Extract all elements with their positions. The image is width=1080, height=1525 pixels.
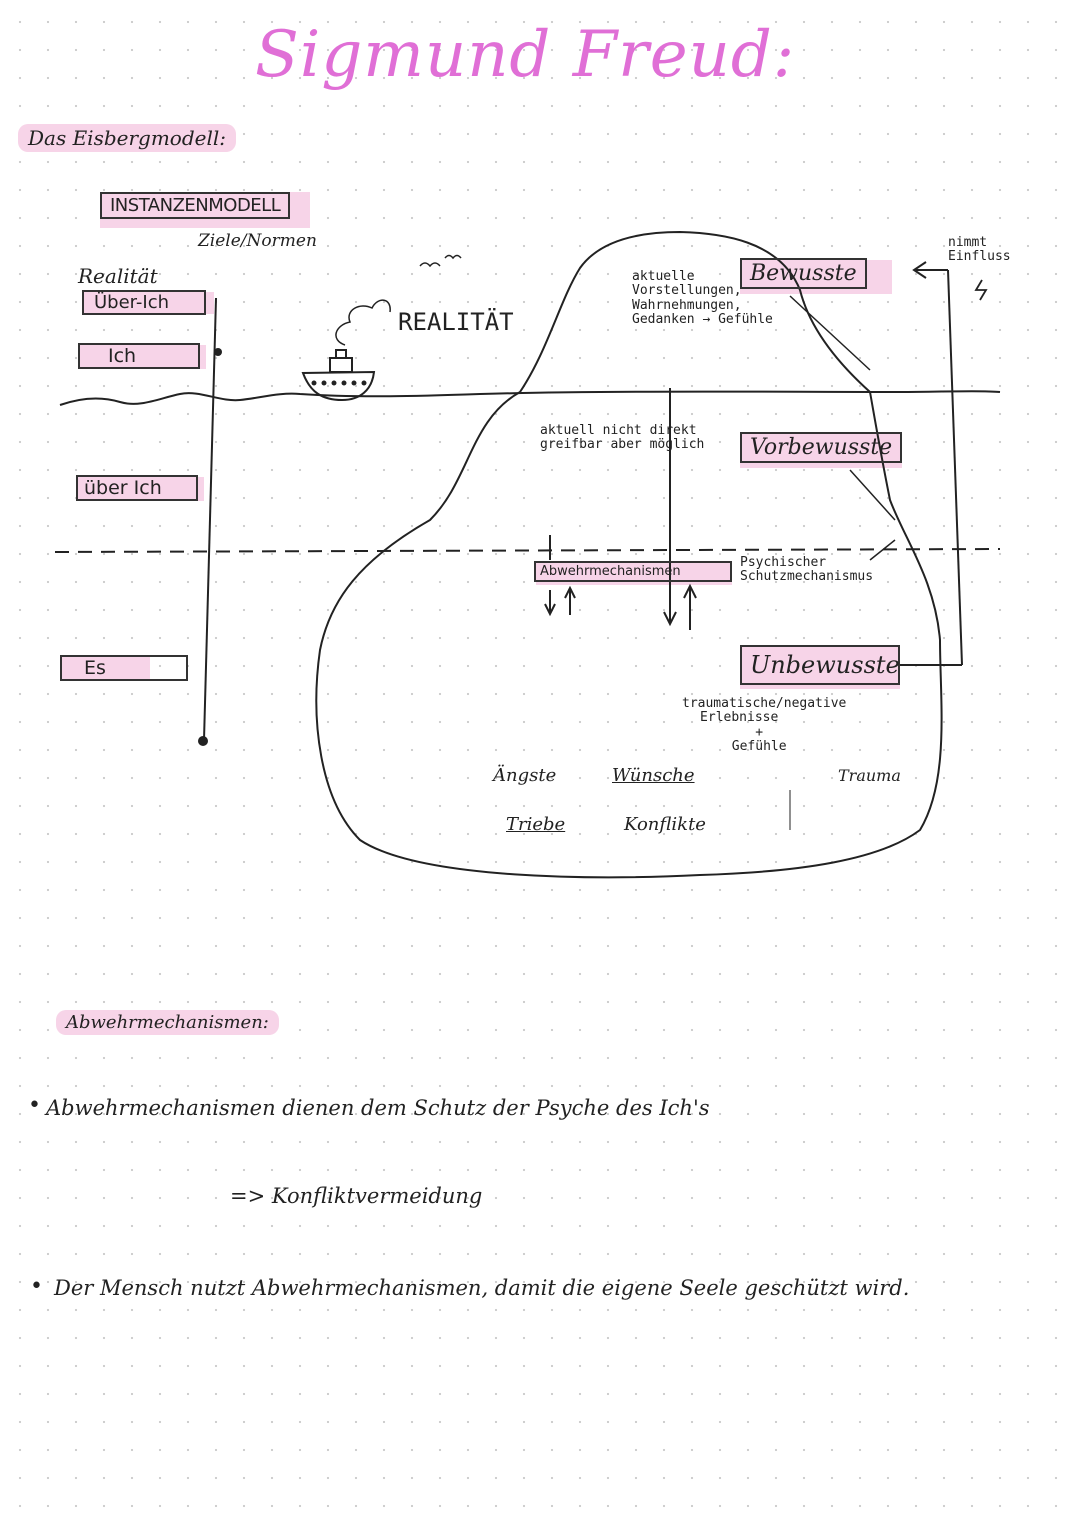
einfluss-line-2: Einfluss	[948, 250, 1011, 264]
triebe-label: Triebe	[506, 814, 565, 835]
bullet-2-marker: •	[30, 1274, 43, 1299]
boat-cabin	[330, 358, 352, 372]
ich-box: Ich	[78, 343, 200, 369]
bewusste-note-line-2: Vorstellungen,	[632, 284, 773, 298]
boat-windows	[312, 381, 367, 386]
bullet-1-text: Abwehrmechanismen dienen dem Schutz der …	[46, 1096, 710, 1120]
psych-note-line-2: Schutzmechanismus	[740, 570, 873, 584]
unbewusste-note-line-3: +	[672, 726, 846, 740]
bird-icon-2	[445, 256, 461, 259]
trauma-label: Trauma	[838, 766, 901, 785]
vorbewusste-box: Vorbewusste	[740, 432, 902, 463]
bullet-2-text: Der Mensch nutzt Abwehrmechanismen, dami…	[54, 1276, 909, 1300]
vorbewusste-note-line-1: aktuell nicht direkt	[540, 424, 704, 438]
bewusste-connector	[790, 296, 870, 370]
page-title: Sigmund Freud:	[255, 18, 795, 92]
wuensche-label: Wünsche	[612, 765, 695, 786]
bullet-1-marker: •	[28, 1093, 41, 1118]
realitaet-scene-label: REALITÄT	[398, 308, 514, 336]
water-line	[60, 391, 1000, 405]
psych-note: Psychischer Schutzmechanismus	[740, 556, 873, 585]
ueber-ich-mid-box: über Ich	[76, 475, 198, 501]
ueber-ich-box: Über-Ich	[82, 290, 206, 315]
axis-dot-bottom	[198, 736, 208, 746]
smoke-icon	[336, 300, 390, 345]
konfliktvermeidung-text: => Konfliktvermeidung	[230, 1184, 482, 1208]
einfluss-line-1: nimmt	[948, 236, 1011, 250]
section-heading-eisberg: Das Eisbergmodell:	[18, 124, 236, 152]
abwehrmechanismen-box: Abwehrmechanismen	[534, 561, 732, 582]
unbewusste-note: traumatische/negative Erlebnisse + Gefüh…	[682, 697, 846, 754]
axis-dot-top	[214, 348, 222, 356]
instanzenmodell-box: INSTANZENMODELL	[100, 192, 290, 219]
psych-note-line-1: Psychischer	[740, 556, 873, 570]
vorbewusste-note-line-2: greifbar aber möglich	[540, 438, 704, 452]
lightning-icon	[976, 280, 986, 300]
dashed-divider	[55, 549, 1000, 552]
bewusste-note-line-1: aktuelle	[632, 270, 773, 284]
bird-icon	[420, 263, 440, 266]
unbewusste-note-line-1: traumatische/negative	[682, 697, 846, 711]
bewusste-note: aktuelle Vorstellungen, Wahrnehmungen, G…	[632, 270, 773, 327]
vorbewusste-note: aktuell nicht direkt greifbar aber mögli…	[540, 424, 704, 453]
ziele-normen-label: Ziele/Normen	[198, 233, 317, 251]
konflikte-label: Konflikte	[624, 814, 706, 835]
realitaet-label: Realität	[78, 266, 158, 287]
bewusste-note-line-4: Gedanken → Gefühle	[632, 313, 773, 327]
unbewusste-note-line-2: Erlebnisse	[632, 711, 846, 725]
unbewusste-note-line-4: Gefühle	[672, 740, 846, 754]
angste-label: Ängste	[493, 765, 556, 786]
boat-chimney	[336, 350, 346, 358]
einfluss-note: nimmt Einfluss	[948, 236, 1011, 265]
bewusste-note-line-3: Wahrnehmungen,	[632, 299, 773, 313]
unbewusste-box: Unbewusste	[740, 645, 900, 685]
einfluss-riser	[948, 270, 962, 665]
es-box: Es	[60, 655, 188, 681]
section-heading-abwehr: Abwehrmechanismen:	[56, 1010, 279, 1035]
